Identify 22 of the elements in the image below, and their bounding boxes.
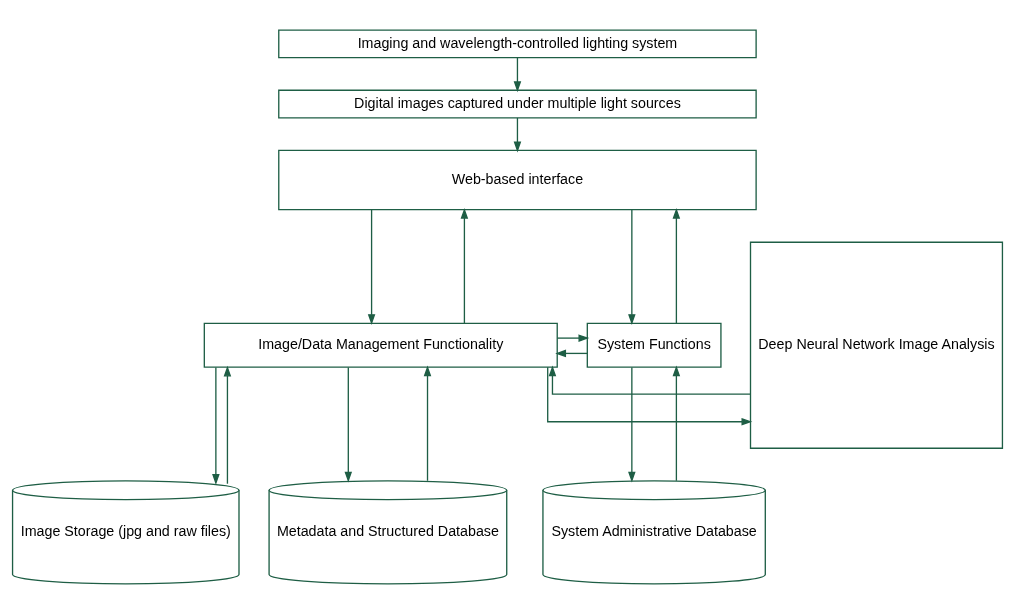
arrow xyxy=(513,57,522,93)
arrow xyxy=(367,209,376,325)
arrow xyxy=(672,365,681,482)
arrow xyxy=(547,366,753,426)
arrow xyxy=(672,207,681,324)
node-box: Image/Data Management Functionality xyxy=(203,322,558,368)
arrow xyxy=(344,366,353,483)
arrow xyxy=(548,365,751,395)
node-box: Imaging and wavelength-controlled lighting system xyxy=(278,29,757,59)
node-box: System Functions xyxy=(586,322,722,368)
arrow xyxy=(212,366,220,485)
arrow xyxy=(628,209,636,325)
node-box: Deep Neural Network Image Analysis xyxy=(749,241,1004,449)
arrow xyxy=(556,334,590,342)
arrow xyxy=(460,207,469,324)
arrow xyxy=(423,365,432,482)
arrow xyxy=(555,349,588,358)
node-box: Digital images captured under multiple light sources xyxy=(278,89,757,119)
node-box: Web-based interface xyxy=(278,149,757,211)
arrow xyxy=(628,366,636,483)
arrow xyxy=(223,365,232,485)
arrow xyxy=(513,117,522,153)
